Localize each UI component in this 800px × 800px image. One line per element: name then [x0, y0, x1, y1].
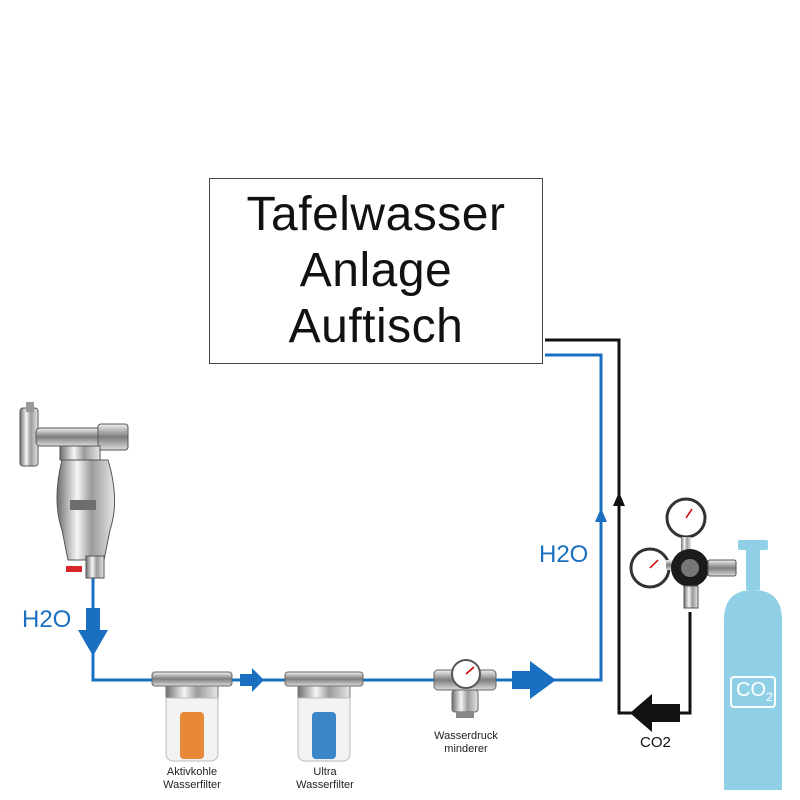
- co2-line: [545, 338, 692, 715]
- title-line-3: Auftisch: [288, 300, 464, 353]
- title-line-1: Tafelwasser: [246, 188, 506, 241]
- system-title-box: Tafelwasser Anlage Auftisch: [209, 178, 543, 364]
- water-flow-arrows: [78, 508, 607, 699]
- co2-bottle-badge: CO2: [736, 679, 773, 704]
- reducer-label-line-1: Wasserdruck: [434, 730, 498, 742]
- filter1-label: Aktivkohle Wasserfilter: [140, 766, 244, 792]
- filter2-label: Ultra Wasserfilter: [273, 766, 377, 792]
- co2-pressure-regulator: [629, 497, 737, 609]
- up-arrow-icon: [595, 508, 607, 522]
- reducer-label-line-2: minderer: [444, 743, 488, 755]
- down-arrow-icon: [78, 608, 108, 656]
- co2-flow-arrows: [613, 492, 680, 732]
- co2-bottle: [724, 540, 782, 790]
- title-line-2: Anlage: [299, 244, 453, 297]
- co2-badge-sub: 2: [766, 690, 773, 704]
- co2-label: CO2: [640, 734, 671, 751]
- pressure-reducer: [433, 659, 497, 718]
- filter1-label-line-1: Aktivkohle: [166, 766, 218, 778]
- right-arrow-icon: [512, 661, 556, 699]
- co2-badge-main: CO: [736, 679, 766, 701]
- activated-carbon-filter: [151, 671, 233, 762]
- up-arrow-icon: [613, 492, 625, 506]
- h2o-label-left: H2O: [22, 606, 72, 633]
- water-line: [91, 353, 603, 682]
- filter1-label-line-2: Wasserfilter: [163, 779, 221, 791]
- faucet-valve: [19, 402, 129, 579]
- filter2-label-line-1: Ultra: [313, 766, 337, 778]
- ultra-filter: [284, 671, 364, 762]
- reducer-label: Wasserdruck minderer: [414, 730, 518, 756]
- right-arrow-icon: [240, 668, 264, 692]
- left-arrow-icon: [630, 694, 680, 732]
- h2o-label-right: H2O: [539, 541, 589, 568]
- filter2-label-line-2: Wasserfilter: [296, 779, 354, 791]
